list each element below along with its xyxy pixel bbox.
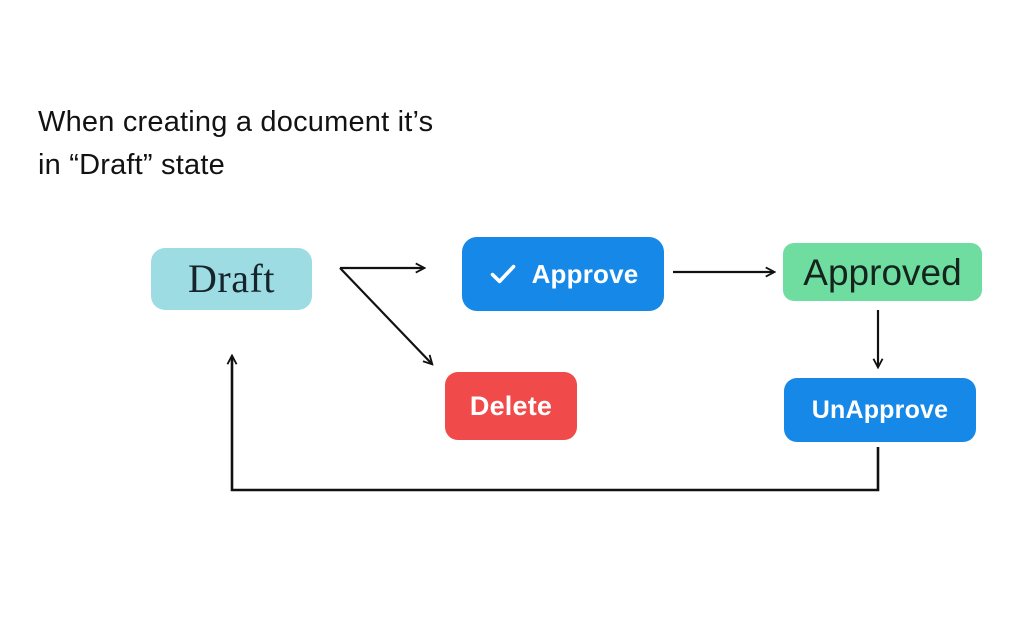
node-unapprove-label: UnApprove: [811, 395, 949, 424]
node-approved[interactable]: Approved: [783, 243, 982, 301]
node-approve-button[interactable]: Approve: [462, 237, 664, 311]
node-approve-label: Approve: [531, 259, 639, 289]
node-delete-button[interactable]: Delete: [445, 372, 577, 440]
check-icon: [488, 259, 518, 289]
page-title: When creating a document it’s in “Draft”…: [38, 106, 434, 181]
edge-draft-to-delete: [339, 267, 432, 364]
node-unapprove-button[interactable]: UnApprove: [784, 378, 976, 442]
node-draft[interactable]: Draft: [151, 248, 312, 310]
node-delete-label: Delete: [469, 390, 553, 421]
node-draft-label: Draft: [188, 256, 275, 301]
node-approved-label: Approved: [803, 251, 962, 293]
